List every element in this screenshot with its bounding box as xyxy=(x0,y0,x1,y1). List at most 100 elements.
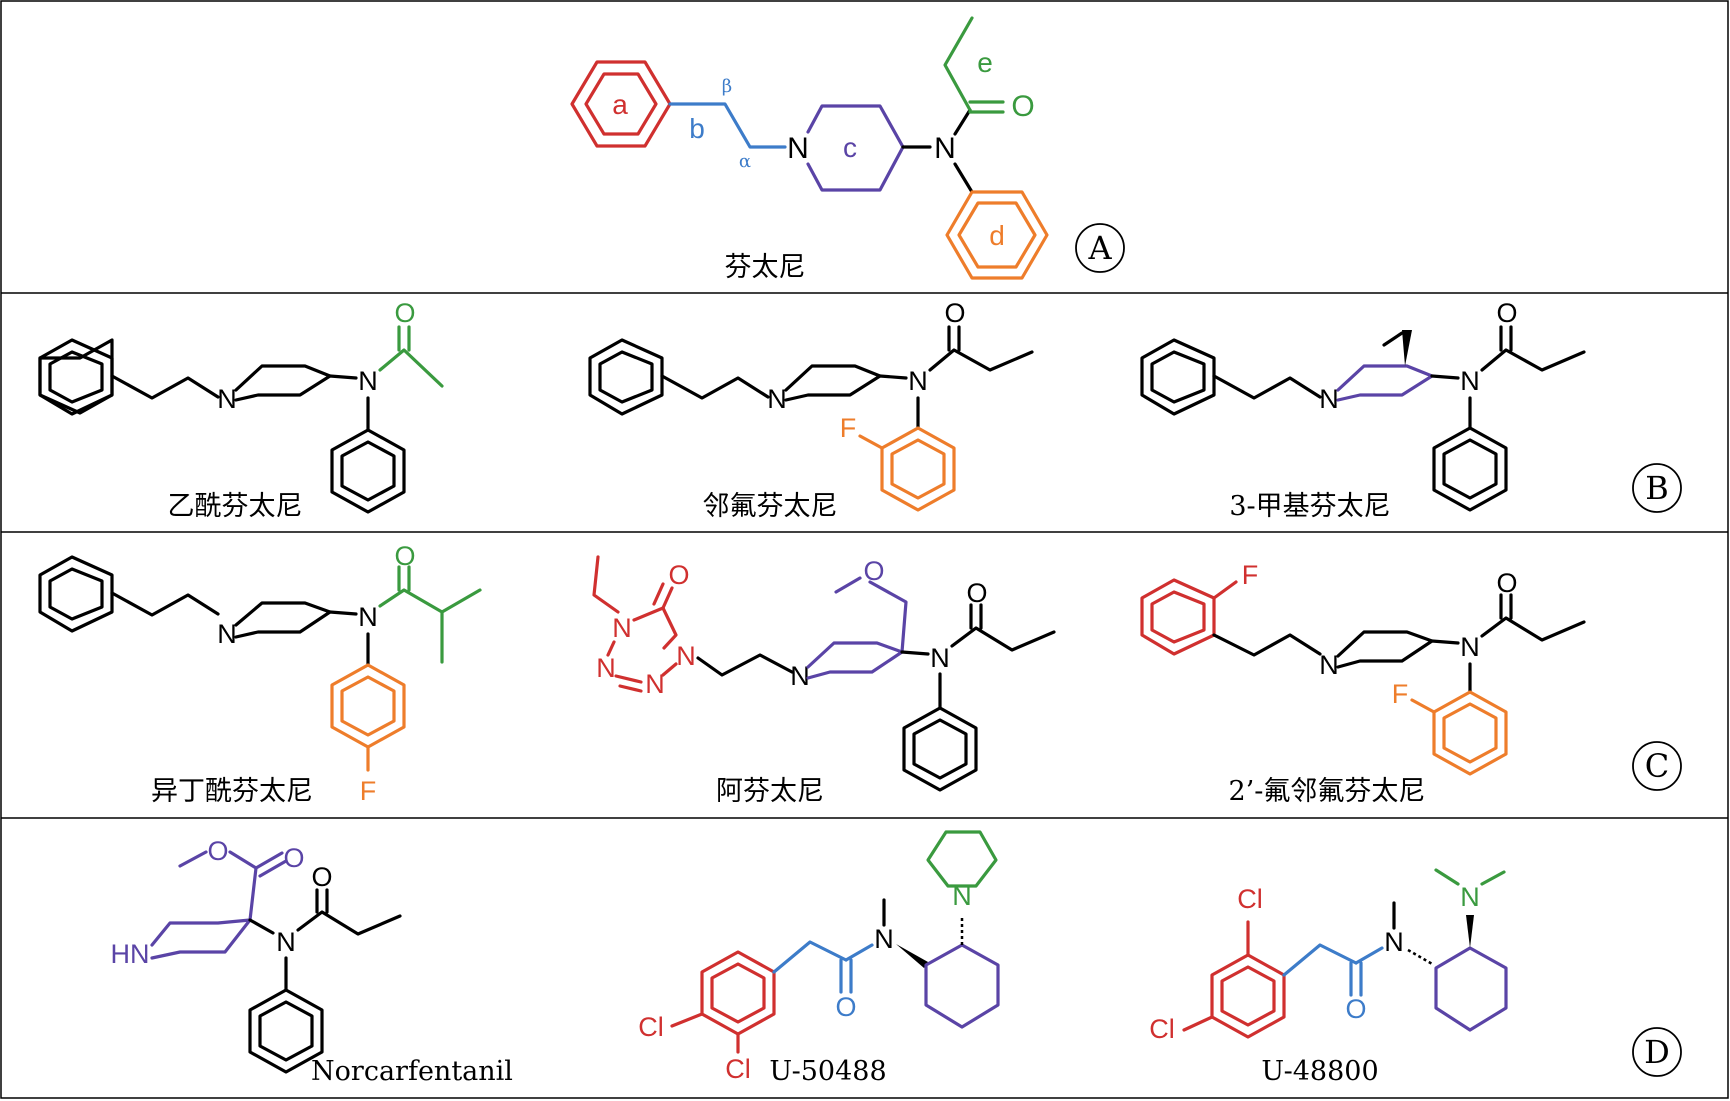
compound-name: 乙酰芬太尼 xyxy=(168,491,303,522)
piperidine-ring xyxy=(1336,364,1434,402)
compound-name: 阿芬太尼 xyxy=(716,776,824,807)
isobutyryl-group xyxy=(378,588,444,664)
chlorine-atom: Cl xyxy=(638,1012,664,1042)
fluorine-atom: F xyxy=(1242,560,1259,590)
cyclohexane-ring xyxy=(924,943,1000,1029)
piperidine-n: N xyxy=(787,132,809,165)
n-phenyl-ring xyxy=(902,706,978,792)
chlorine-atom-2: Cl xyxy=(1149,1014,1175,1044)
propionyl-group xyxy=(296,910,402,936)
carbonyl-o: O xyxy=(394,298,415,328)
fentanyl-structure: a b β α N c N O e d xyxy=(570,16,1049,280)
beta-label: β xyxy=(722,76,732,97)
acetyl-group xyxy=(378,348,444,388)
amide-n: N xyxy=(358,366,378,396)
panel-b: N N O 乙酰芬太尼 N N O xyxy=(38,298,1682,522)
cyclohexane-ring xyxy=(1434,946,1508,1032)
ester-carbonyl-o: O xyxy=(283,843,304,873)
amide-n: N xyxy=(1384,927,1404,957)
propionyl-group xyxy=(1480,616,1586,642)
piperidine-n: N xyxy=(1319,384,1339,414)
tetrazole-n2: N xyxy=(596,653,616,683)
phenyl-ring xyxy=(38,338,114,416)
ring-c-label: c xyxy=(843,132,857,163)
linker-b-label: b xyxy=(689,113,705,144)
compound-name: Norcarfentanil xyxy=(311,1056,513,1087)
panel-c-marker xyxy=(1632,741,1682,791)
amide-n: N xyxy=(930,643,950,673)
piperidine-n: N xyxy=(217,384,237,414)
dimethylamino-n: N xyxy=(1460,882,1480,912)
carbonyl-o: O xyxy=(668,560,689,590)
stereo-hash xyxy=(1407,948,1435,967)
panel-c: N N O F 异丁酰芬太尼 N O N N xyxy=(38,541,1682,807)
ring-a-label: a xyxy=(612,89,628,120)
fragment-e-label: e xyxy=(977,47,993,78)
tetrazolone-ring xyxy=(632,606,678,650)
piperidine-nh: HN xyxy=(111,939,150,969)
methyl-wedge xyxy=(1402,330,1412,366)
fluorine-atom: F xyxy=(840,413,857,443)
carbonyl-o: O xyxy=(1345,994,1366,1024)
amide-n: N xyxy=(276,927,296,957)
n-phenyl-ring xyxy=(1432,426,1508,512)
piperidine-ring xyxy=(806,641,904,680)
fluorine-atom-2: F xyxy=(1392,679,1409,709)
pyrrolidine-n: N xyxy=(952,881,972,911)
ring-a xyxy=(570,60,672,148)
carbonyl-o: O xyxy=(1496,298,1517,328)
tetrazole-n4: N xyxy=(676,641,696,671)
norcarfentanil-structure: O O HN N O xyxy=(111,836,402,1074)
compound-name: 芬太尼 xyxy=(725,252,806,283)
carbonyl-o: O xyxy=(944,298,965,328)
compound-name: 邻氟芬太尼 xyxy=(703,491,838,522)
piperidine-n: N xyxy=(1319,650,1339,680)
amide-n: N xyxy=(934,132,956,165)
amide-n: N xyxy=(358,602,378,632)
ring-d-label: d xyxy=(989,220,1005,251)
carbonyl-o: O xyxy=(1496,568,1517,598)
amide-n: N xyxy=(874,924,894,954)
isobutyrylfentanyl-structure: N N O F xyxy=(38,541,482,806)
compound-name: U-48800 xyxy=(1261,1056,1378,1087)
methoxy-o: O xyxy=(863,556,884,586)
amide-n: N xyxy=(1460,632,1480,662)
piperidine-ring xyxy=(234,364,332,402)
piperidine-ring xyxy=(234,601,332,639)
panel-b-marker xyxy=(1632,463,1682,513)
alpha-label: α xyxy=(739,151,751,172)
compound-name: 3-甲基芬太尼 xyxy=(1229,491,1390,522)
chlorine-atom: Cl xyxy=(1237,884,1263,914)
panel-a: a b β α N c N O e d 芬太尼 xyxy=(570,16,1125,283)
ortho-fluorofentanyl-structure: N N O F xyxy=(588,298,1034,512)
u-48800-structure: Cl Cl O N N xyxy=(1149,868,1508,1044)
acetylfentanyl-structure: N N O xyxy=(38,298,444,514)
panel-a-mark: A xyxy=(1087,229,1112,267)
chlorine-atom-2: Cl xyxy=(725,1054,751,1084)
phenyl-ring xyxy=(588,338,664,416)
acetamide-chain xyxy=(1282,943,1358,977)
panel-a-marker xyxy=(1075,223,1125,273)
piperidine-ring xyxy=(784,364,882,402)
propionyl-group xyxy=(1480,348,1586,372)
ester-chain xyxy=(228,850,258,922)
panel-d: O O HN N O Norcarfentanil Cl Cl xyxy=(111,830,1682,1087)
ester-o: O xyxy=(207,836,228,866)
panel-c-mark: C xyxy=(1645,747,1669,785)
stereo-wedge xyxy=(1466,915,1474,948)
propionyl-e xyxy=(943,16,974,112)
phenyl-ring xyxy=(38,555,114,633)
compound-name: 异丁酰芬太尼 xyxy=(151,776,313,807)
piperidine-n: N xyxy=(767,384,787,414)
panel-b-mark: B xyxy=(1645,469,1669,507)
ring-d xyxy=(945,190,1049,280)
amide-n: N xyxy=(908,366,928,396)
n-phenyl-ring xyxy=(248,988,324,1074)
phenyl-ring xyxy=(1140,338,1216,416)
carbonyl-o: O xyxy=(835,992,856,1022)
panel-d-marker xyxy=(1632,1027,1682,1077)
tetrazole-n3: N xyxy=(645,669,665,699)
piperidine-ring xyxy=(1336,630,1434,669)
carbonyl-o: O xyxy=(311,862,332,892)
